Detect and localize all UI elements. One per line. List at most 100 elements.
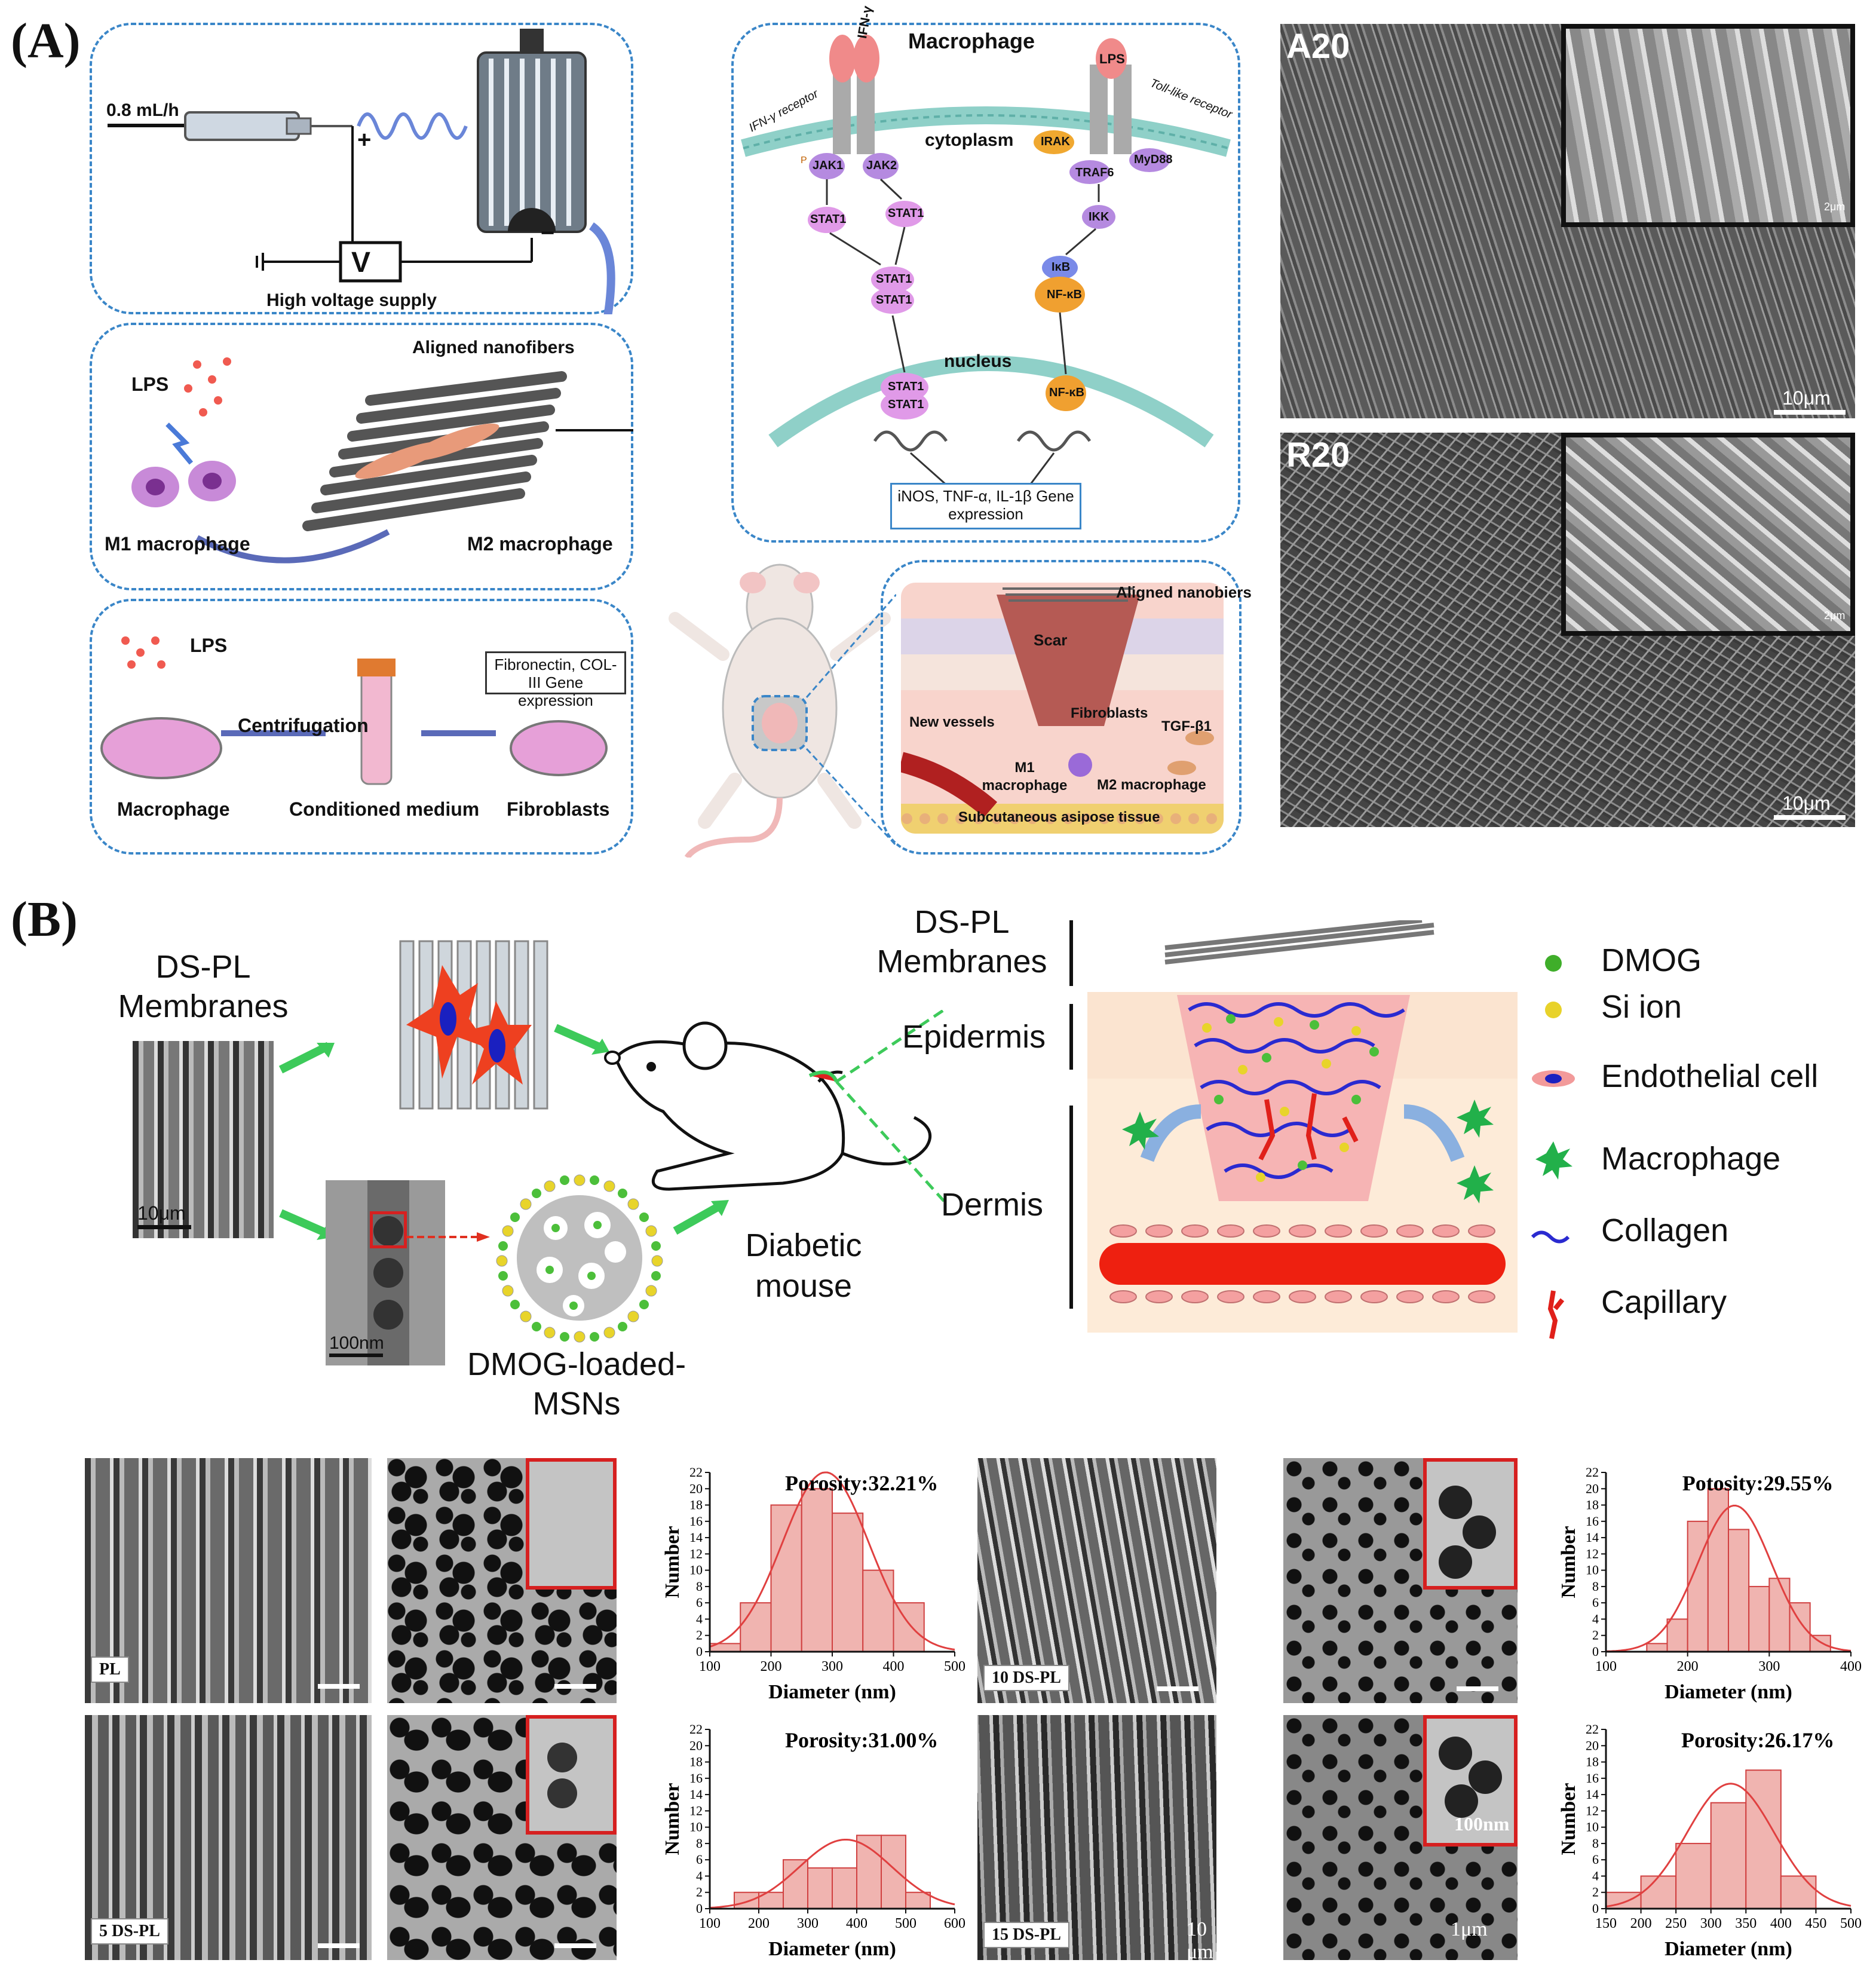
y-tick-label: 12 — [689, 1803, 703, 1818]
x-axis-label: Diameter (nm) — [768, 1681, 896, 1703]
panel-b-letter: (B) — [11, 892, 78, 947]
histogram-bar — [856, 1835, 882, 1909]
ds-pl-sem-scale-bar — [137, 1225, 191, 1229]
x-tick-label: 400 — [1770, 1916, 1792, 1931]
histogram-bar — [1780, 1875, 1817, 1910]
ds-pl-membranes-label: DS-PL Membranes — [118, 949, 289, 1024]
normal-fit-curve — [709, 1471, 955, 1651]
x-tick-label: 250 — [1665, 1916, 1687, 1931]
histogram-bar — [740, 1602, 772, 1653]
new-vessels-label: New vessels — [909, 714, 995, 730]
y-tick-label: 10 — [689, 1563, 703, 1578]
histogram-bar — [1675, 1842, 1712, 1909]
y-axis-label: Number — [1558, 1526, 1580, 1599]
signaling-pathway-illustration — [731, 23, 1240, 543]
histogram-bar — [807, 1867, 833, 1909]
scale-label-a20: 10μm — [1782, 387, 1831, 409]
histogram-bar — [832, 1512, 864, 1652]
lps-label-1: LPS — [131, 373, 169, 395]
pathway-title: Macrophage — [908, 29, 1035, 53]
normal-fit-curve — [709, 1839, 955, 1909]
cytoplasm-label: cytoplasm — [925, 130, 1014, 150]
inset-scale-a20: 2μm — [1824, 201, 1846, 213]
inset-15dspl: 100nm — [1423, 1715, 1518, 1847]
y-tick-label: 20 — [1586, 1481, 1599, 1496]
y-tick-label: 14 — [689, 1530, 703, 1545]
y-tick-label: 22 — [1586, 1465, 1599, 1480]
lps-label-2: LPS — [190, 635, 228, 656]
histogram-bar — [881, 1835, 906, 1909]
ds-pl-sem-scale-label: 10μm — [137, 1202, 186, 1224]
adipose-label: Subcutaneous asipose tissue — [958, 809, 1160, 825]
tem-highlight-box — [370, 1211, 407, 1248]
dashed-arrow-to-msn — [406, 1231, 490, 1243]
y-tick-label: 4 — [1592, 1868, 1599, 1883]
legend-collagen: Collagen — [1601, 1212, 1729, 1248]
y-tick-label: 6 — [1592, 1595, 1599, 1610]
y-tick-label: 10 — [689, 1820, 703, 1835]
y-tick-label: 20 — [689, 1738, 703, 1753]
sem-pl-fibers: PL — [85, 1458, 372, 1703]
histogram-bar — [1710, 1802, 1747, 1909]
flow-rate-label: 0.8 mL/h — [106, 100, 179, 120]
sem-tag-10dspl: 10 DS-PL — [983, 1665, 1069, 1691]
histogram-bar — [1728, 1529, 1750, 1652]
histogram-bar — [905, 1891, 931, 1909]
y-tick-label: 16 — [1586, 1514, 1599, 1529]
y-tick-label: 22 — [1586, 1722, 1599, 1737]
y-tick-label: 4 — [1592, 1611, 1599, 1626]
legend-macrophage: Macrophage — [1601, 1141, 1781, 1177]
y-tick-label: 10 — [1586, 1820, 1599, 1835]
conditioned-medium-box — [90, 599, 633, 855]
x-tick-label: 500 — [1840, 1916, 1862, 1931]
aligned-nanofibers-label: Aligned nanofibers — [412, 338, 575, 357]
histogram-bar — [1768, 1578, 1791, 1652]
layer-label-epidermis: Epidermis — [902, 1019, 1046, 1055]
sem-5dspl-fibers: 5 DS-PL — [85, 1715, 372, 1960]
sem-label-r20: R20 — [1286, 436, 1350, 474]
x-tick-label: 400 — [883, 1659, 905, 1674]
scale-label-r20: 10μm — [1782, 792, 1831, 814]
sem-15dspl-porous: 100nm 1μm — [1283, 1715, 1518, 1960]
y-tick-label: 4 — [696, 1611, 703, 1626]
signaling-pathway-box — [731, 23, 1240, 543]
inset-10dspl — [1423, 1458, 1518, 1590]
histogram-title: Porosity:32.21% — [785, 1471, 938, 1495]
x-tick-label: 500 — [944, 1659, 965, 1674]
x-tick-label: 400 — [1840, 1659, 1862, 1674]
y-tick-label: 2 — [1592, 1628, 1599, 1643]
scale-bar-a20 — [1774, 410, 1846, 415]
x-tick-label: 450 — [1805, 1916, 1826, 1931]
stat1-dimer-label-2: STAT1 — [876, 293, 912, 307]
myd88-label: MyD88 — [1134, 153, 1173, 166]
sem-10dspl-fibers: 10 DS-PL — [977, 1458, 1216, 1703]
stat1-nuclear-label-2: STAT1 — [888, 398, 924, 411]
x-tick-label: 300 — [1758, 1659, 1780, 1674]
layer-label-membranes: DS-PL Membranes — [876, 904, 1047, 979]
layer-divider-2 — [1069, 1004, 1073, 1070]
y-tick-label: 6 — [696, 1595, 703, 1610]
arrow-to-mouse-1 — [550, 1022, 615, 1058]
tem-scale-bar — [329, 1354, 383, 1357]
y-tick-label: 16 — [1586, 1771, 1599, 1786]
histogram-bar — [1707, 1488, 1730, 1652]
sem-inset-r20 — [1561, 433, 1855, 636]
y-tick-label: 0 — [1592, 1901, 1599, 1916]
x-tick-label: 400 — [846, 1916, 868, 1931]
macrophage-dish-label: Macrophage — [117, 798, 230, 820]
diabetic-mouse-illustration — [591, 1008, 950, 1207]
traf6-label: TRAF6 — [1075, 166, 1114, 179]
y-axis-label: Number — [661, 1783, 683, 1855]
stat1-label-2: STAT1 — [888, 207, 924, 220]
y-tick-label: 14 — [689, 1787, 703, 1802]
y-tick-label: 12 — [1586, 1803, 1599, 1818]
fibroblasts-dish-label: Fibroblasts — [507, 798, 610, 820]
x-tick-label: 600 — [944, 1916, 965, 1931]
nucleus-label: nucleus — [944, 351, 1012, 371]
tgf-beta-label: TGF-β1 — [1161, 718, 1212, 734]
histogram-title: Porosity:26.17% — [1681, 1728, 1834, 1752]
inset-15dspl-scale: 100nm — [1454, 1813, 1510, 1835]
minus-sign: − — [541, 220, 555, 246]
